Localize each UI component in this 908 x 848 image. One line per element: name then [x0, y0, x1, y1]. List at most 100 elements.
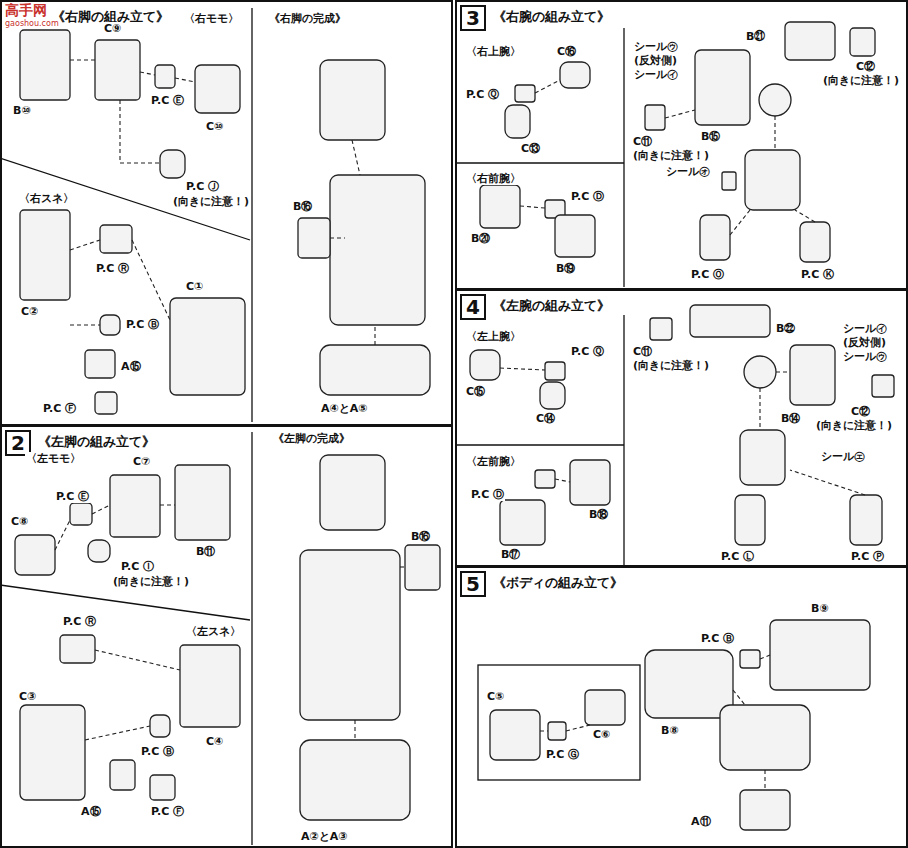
part-outline: [298, 218, 330, 258]
part-callout: P.C Ⓔ: [150, 94, 185, 107]
part-callout: C②: [20, 305, 39, 318]
part-outline: [320, 345, 430, 395]
leader-line: [555, 479, 570, 482]
part-callout: シール㋓: [820, 450, 866, 463]
step-title: 《左脚の組み立て》: [36, 433, 157, 451]
part-callout: P.C Ⓟ: [850, 550, 885, 563]
part-outline: [585, 690, 625, 725]
step-panel: 《右脚の組み立て》: [0, 0, 453, 426]
part-callout: P.C Ⓑ: [125, 318, 160, 331]
part-outline: [515, 85, 535, 102]
part-callout: C⑦: [132, 455, 151, 468]
leader-line: [730, 210, 750, 235]
part-outline: [300, 740, 410, 820]
leader-line: [540, 730, 548, 731]
leader-line: [665, 110, 695, 118]
step-title: 《右腕の組み立て》: [491, 8, 612, 26]
part-outline: [650, 318, 672, 340]
leader-line: [776, 371, 790, 372]
panel-divider: [623, 315, 624, 565]
part-callout: A②とA③: [300, 830, 349, 843]
part-outline: [695, 50, 750, 125]
leader-line: [352, 140, 360, 175]
part-callout: C⑪: [632, 135, 653, 148]
part-outline: [20, 705, 85, 800]
part-outline: [150, 715, 170, 737]
panel-divider: [478, 665, 640, 780]
leader-line: [759, 388, 760, 430]
part-callout: B⑯: [292, 200, 313, 213]
leader-line: [120, 100, 160, 163]
leader-line: [760, 655, 770, 659]
part-outline: [785, 22, 835, 60]
part-callout: B⑲: [555, 262, 576, 275]
part-outline: [740, 430, 785, 485]
part-outline: [490, 710, 540, 760]
part-callout: A⑮: [80, 805, 102, 818]
part-callout: (向きに注意！): [632, 149, 710, 162]
leader-line: [566, 725, 590, 731]
part-callout: B⑩: [12, 104, 32, 117]
part-callout: P.C Ⓓ: [570, 190, 605, 203]
part-callout: C⑬: [520, 142, 541, 155]
part-outline: [150, 775, 175, 800]
part-callout: (反対側): [633, 54, 678, 67]
part-outline: [60, 635, 95, 663]
part-outline: [330, 175, 425, 325]
part-callout: P.C Ⓙ: [185, 180, 220, 193]
watermark: 高手网: [4, 2, 48, 18]
part-callout: P.C Ⓓ: [470, 488, 505, 501]
leader-line: [354, 720, 355, 740]
part-callout: P.C Ⓡ: [62, 615, 97, 628]
leader-line: [795, 210, 815, 222]
left-arm-parts: [470, 305, 894, 545]
leader-line: [140, 72, 155, 75]
leader-line: [95, 650, 180, 670]
part-callout: 〈左前腕〉: [465, 455, 522, 468]
part-callout: B⑯: [410, 530, 431, 543]
part-outline: [548, 722, 566, 740]
part-outline: [744, 356, 776, 388]
part-outline: [500, 500, 545, 545]
step-title: 《左腕の組み立て》: [491, 297, 612, 315]
part-outline: [790, 345, 835, 405]
part-callout: (向きに注意！): [112, 575, 190, 588]
part-callout: C⑫: [850, 405, 871, 418]
step-panel: 5《ボディの組み立て》: [455, 566, 908, 848]
part-callout: 〈右上腕〉: [465, 45, 522, 58]
part-callout: P.C Ⓚ: [800, 268, 835, 281]
leader-line: [160, 504, 175, 505]
part-callout: B⑱: [588, 508, 609, 521]
part-outline: [480, 185, 520, 228]
part-callout: B⑧: [660, 724, 680, 737]
part-outline: [872, 375, 894, 397]
part-outline: [505, 105, 530, 138]
leader-line: [535, 80, 560, 93]
part-outline: [540, 382, 565, 409]
part-outline: [88, 540, 110, 562]
part-outline: [20, 30, 70, 100]
part-callout: (向きに注意！): [815, 419, 893, 432]
part-callout: 〈右モモ〉: [183, 12, 240, 25]
part-outline: [570, 460, 610, 505]
part-outline: [745, 150, 800, 210]
part-callout: P.C Ⓕ: [42, 402, 77, 415]
panel-divider: [456, 162, 624, 163]
part-callout: P.C Ⓘ: [120, 560, 155, 573]
part-callout: P.C Ⓔ: [55, 490, 90, 503]
part-callout: 〈左上腕〉: [465, 330, 522, 343]
part-callout: C⑧: [10, 515, 29, 528]
part-outline: [320, 60, 385, 140]
leader-line: [500, 368, 545, 370]
part-callout: C⑯: [556, 45, 577, 58]
part-callout: C⑮: [465, 385, 486, 398]
part-outline: [735, 495, 765, 545]
part-outline: [85, 350, 115, 378]
part-outline: [155, 65, 175, 88]
step-number: 3: [460, 5, 486, 31]
leader-line: [733, 690, 745, 705]
part-callout: P.C Ⓑ: [140, 745, 175, 758]
part-outline: [470, 350, 500, 380]
part-callout: B㉑: [745, 30, 766, 43]
